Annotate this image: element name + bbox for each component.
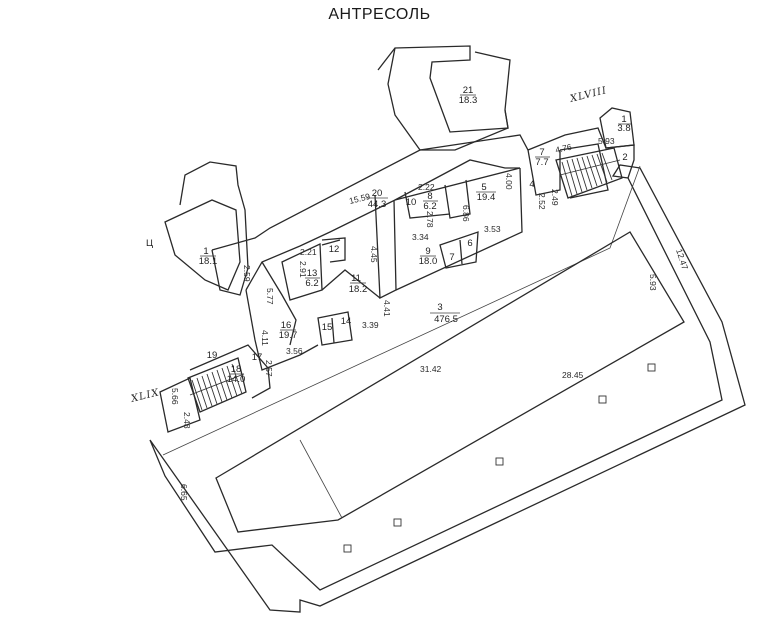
room-area: 6.2: [305, 278, 318, 289]
dimension: 5.66: [170, 388, 180, 405]
dimension: 5.77: [265, 288, 275, 305]
dimension: 2.78: [425, 211, 435, 228]
room-num: 7: [449, 252, 454, 263]
room-area: 18.1: [199, 256, 218, 267]
room-num: 1: [203, 246, 208, 257]
room-num: 12: [329, 244, 340, 255]
partitions: [189, 143, 609, 399]
dimension: 3.56: [286, 346, 303, 356]
axis-label: XLIX: [129, 387, 161, 405]
room-num: 20: [372, 188, 383, 199]
mezzanine-opening: [215, 231, 685, 533]
room-num: 4: [529, 179, 534, 190]
dimension: 2.21: [300, 247, 317, 257]
dimension: 5.93: [648, 274, 658, 291]
room-num: 2: [622, 152, 627, 163]
room-num: 15: [322, 322, 333, 333]
room-area: 18.3: [459, 95, 478, 106]
letter-marker: Ц: [146, 238, 153, 249]
room-area: 14.0: [227, 374, 246, 385]
dimension: 3.53: [484, 224, 501, 234]
dimension: 2.57: [264, 360, 274, 377]
dimension: 2.22: [418, 182, 435, 192]
room-num: 8: [427, 191, 432, 202]
dimension: 4.00: [504, 173, 514, 190]
room-num: 19: [207, 350, 218, 361]
dimension: 2.48: [182, 412, 192, 429]
room-21: [377, 45, 511, 151]
room-num: 16: [281, 320, 292, 331]
room-labels: 1 18.1 1 3.8 2 3 476.5 4 5 19.4 6 7 7 7.…: [199, 85, 631, 385]
room-1-left: [164, 161, 249, 296]
room-num: 6: [467, 238, 472, 249]
room-num: 14: [341, 316, 352, 327]
hall-outline: [149, 164, 746, 613]
room-num: 18: [231, 364, 242, 375]
stairs-right: [555, 147, 623, 199]
room-num: 5: [481, 182, 486, 193]
dimension: 28.45: [562, 370, 584, 380]
dimension: 2.91: [298, 261, 308, 278]
room-area: 7.7: [535, 157, 548, 168]
room-num: 21: [463, 85, 474, 96]
room-num: 9: [425, 246, 430, 257]
dimension-labels: 15.59 2.22 6.86 2.78 4.00 4.76 5.93 2.49…: [170, 136, 690, 501]
dimension: 4.11: [260, 330, 270, 346]
dimension: 4.76: [554, 142, 573, 155]
room-num: 7: [539, 147, 544, 158]
dimension: 12.47: [674, 248, 690, 272]
room-area: 44.3: [368, 199, 387, 210]
dimension: 3.39: [362, 320, 379, 330]
room-area: 3.8: [617, 123, 630, 134]
dimension: 2.59: [242, 265, 252, 282]
room-area: 19.7: [279, 330, 298, 341]
room-area: 18.2: [349, 284, 368, 295]
room-num: 10: [406, 197, 417, 208]
dimension: 6.86: [461, 205, 471, 222]
columns: [343, 363, 656, 553]
dimension: 2.49: [550, 189, 560, 206]
dimension: 4.45: [369, 246, 379, 263]
room-area: 19.4: [477, 192, 496, 203]
room-num: 13: [307, 268, 318, 279]
dimension: 31.42: [420, 364, 442, 374]
axis-label: XLVIII: [568, 85, 608, 105]
room-num: 11: [351, 273, 361, 284]
dimension: 3.34: [412, 232, 429, 242]
axis-labels: XLVIII XLIX Ц: [129, 85, 608, 405]
dimension: 6.65: [179, 484, 189, 501]
room-area: 476.5: [434, 314, 458, 325]
room-area: 6.2: [423, 201, 436, 212]
room-num: 17: [252, 352, 263, 363]
page-title: АНТРЕСОЛЬ: [328, 6, 431, 23]
dimension: 2.52: [537, 193, 547, 210]
room-area: 18.0: [419, 256, 438, 267]
room-1-small: [599, 107, 635, 149]
dimension: 5.93: [598, 136, 615, 146]
room-num: 3: [437, 302, 442, 313]
stairs-left: [159, 357, 247, 433]
dimension: 4.41: [382, 300, 392, 317]
room-num: 1: [621, 114, 626, 125]
